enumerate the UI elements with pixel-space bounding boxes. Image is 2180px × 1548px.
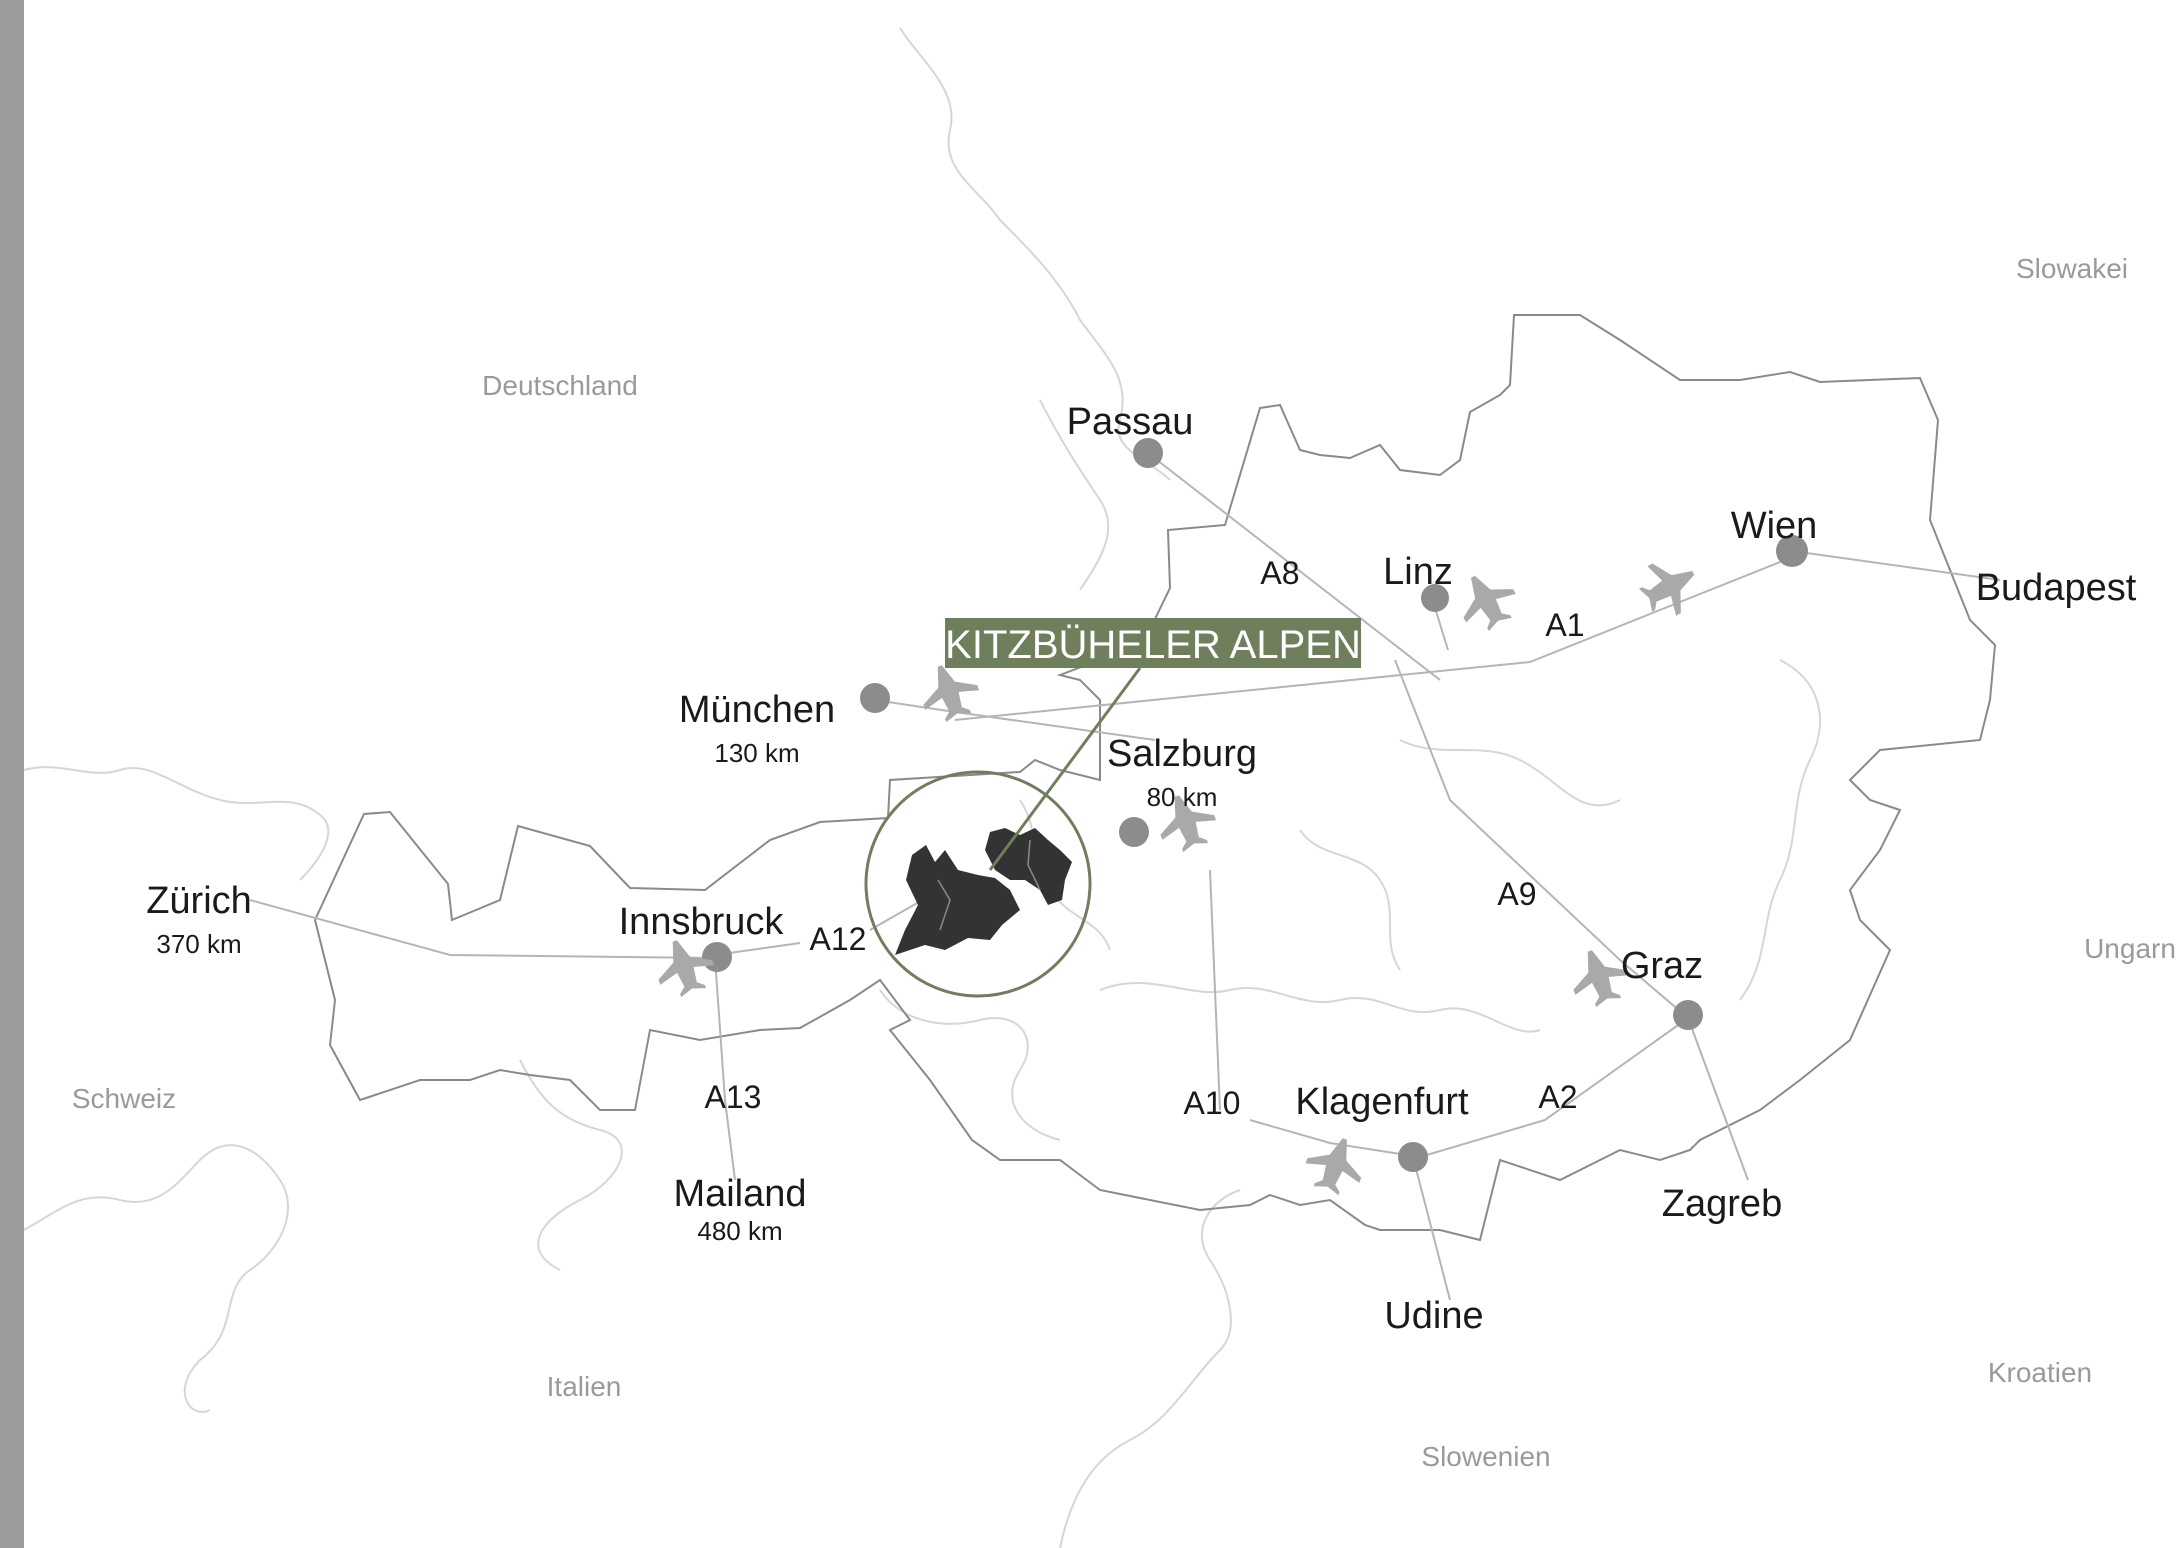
- city-distance-muenchen: 130 km: [714, 738, 799, 768]
- city-label-mailand: Mailand: [673, 1173, 806, 1215]
- city-label-budapest: Budapest: [1976, 567, 2137, 609]
- country-label: Schweiz: [72, 1083, 176, 1114]
- region-banner: KITZBÜHELER ALPEN: [945, 618, 1361, 668]
- road-label-a10: A10: [1184, 1085, 1241, 1121]
- country-label: Italien: [547, 1371, 622, 1402]
- road-labels: A8 A1 A12 A13 A9 A10 A2: [705, 555, 1585, 1121]
- city-label-linz: Linz: [1383, 551, 1453, 593]
- road-label-a1: A1: [1545, 607, 1584, 643]
- city-label-udine: Udine: [1384, 1295, 1483, 1337]
- city-label-salzburg: Salzburg: [1107, 733, 1257, 775]
- region-banner-label: KITZBÜHELER ALPEN: [945, 623, 1361, 667]
- city-label-passau: Passau: [1067, 401, 1194, 443]
- side-bar: [0, 0, 24, 1548]
- country-labels: Deutschland Slowakei Ungarn Schweiz Ital…: [72, 253, 2176, 1472]
- city-label-wien: Wien: [1731, 505, 1818, 547]
- city-dot-klagenfurt: [1398, 1142, 1428, 1172]
- city-dot-linz: [1421, 584, 1449, 612]
- city-label-muenchen: München: [679, 689, 835, 731]
- city-dot-wien: [1776, 535, 1808, 567]
- city-distance-salzburg: 80 km: [1147, 782, 1218, 812]
- city-dot-graz: [1673, 1000, 1703, 1030]
- country-label: Deutschland: [482, 370, 638, 401]
- city-dot-innsbruck: [702, 942, 732, 972]
- road-label-a8: A8: [1260, 555, 1299, 591]
- city-dots: [702, 438, 1808, 1172]
- city-label-graz: Graz: [1621, 945, 1703, 987]
- road-label-a2: A2: [1538, 1079, 1577, 1115]
- austria-border: [313, 314, 1997, 1242]
- country-label: Slowakei: [2016, 253, 2128, 284]
- plane-icon: [1631, 548, 1708, 626]
- city-dot-passau: [1133, 438, 1163, 468]
- country-label: Slowenien: [1421, 1441, 1550, 1472]
- city-label-klagenfurt: Klagenfurt: [1295, 1081, 1469, 1123]
- plane-icon: [1299, 1129, 1372, 1201]
- road-label-a9: A9: [1497, 876, 1536, 912]
- city-label-zuerich: Zürich: [146, 880, 252, 922]
- city-label-zagreb: Zagreb: [1662, 1183, 1782, 1225]
- kitzbueheler-alpen-region: [864, 667, 1142, 998]
- city-dot-salzburg: [1119, 817, 1149, 847]
- city-label-innsbruck: Innsbruck: [619, 901, 785, 943]
- routes: [249, 452, 2001, 1301]
- city-dot-muenchen: [860, 683, 890, 713]
- road-label-a12: A12: [810, 921, 867, 957]
- country-label: Ungarn: [2084, 933, 2176, 964]
- city-labels: Passau Linz Wien Budapest München 130 km…: [146, 401, 2137, 1337]
- city-distance-zuerich: 370 km: [156, 929, 241, 959]
- plane-icon: [1448, 562, 1526, 639]
- city-distance-mailand: 480 km: [697, 1216, 782, 1246]
- rivers: [23, 27, 1821, 1548]
- country-label: Kroatien: [1988, 1357, 2092, 1388]
- road-label-a13: A13: [705, 1079, 762, 1115]
